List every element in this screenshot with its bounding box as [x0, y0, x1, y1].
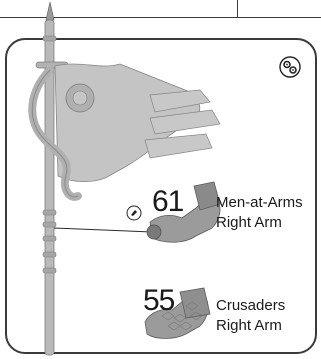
glue-icon [126, 205, 142, 221]
part-number-55: 55 [143, 284, 174, 318]
part-number-61: 61 [152, 185, 183, 219]
part-name-55-line1: Crusaders [216, 296, 285, 315]
part-name-55-line2: Right Arm [216, 316, 282, 335]
part-name-61-line1: Men-at-Arms [216, 193, 303, 212]
part-name-61-line2: Right Arm [216, 213, 282, 232]
gears-icon [279, 56, 301, 78]
banner-emblem-inner [73, 91, 87, 105]
spear-tip [46, 2, 54, 20]
attach-line [54, 228, 152, 232]
